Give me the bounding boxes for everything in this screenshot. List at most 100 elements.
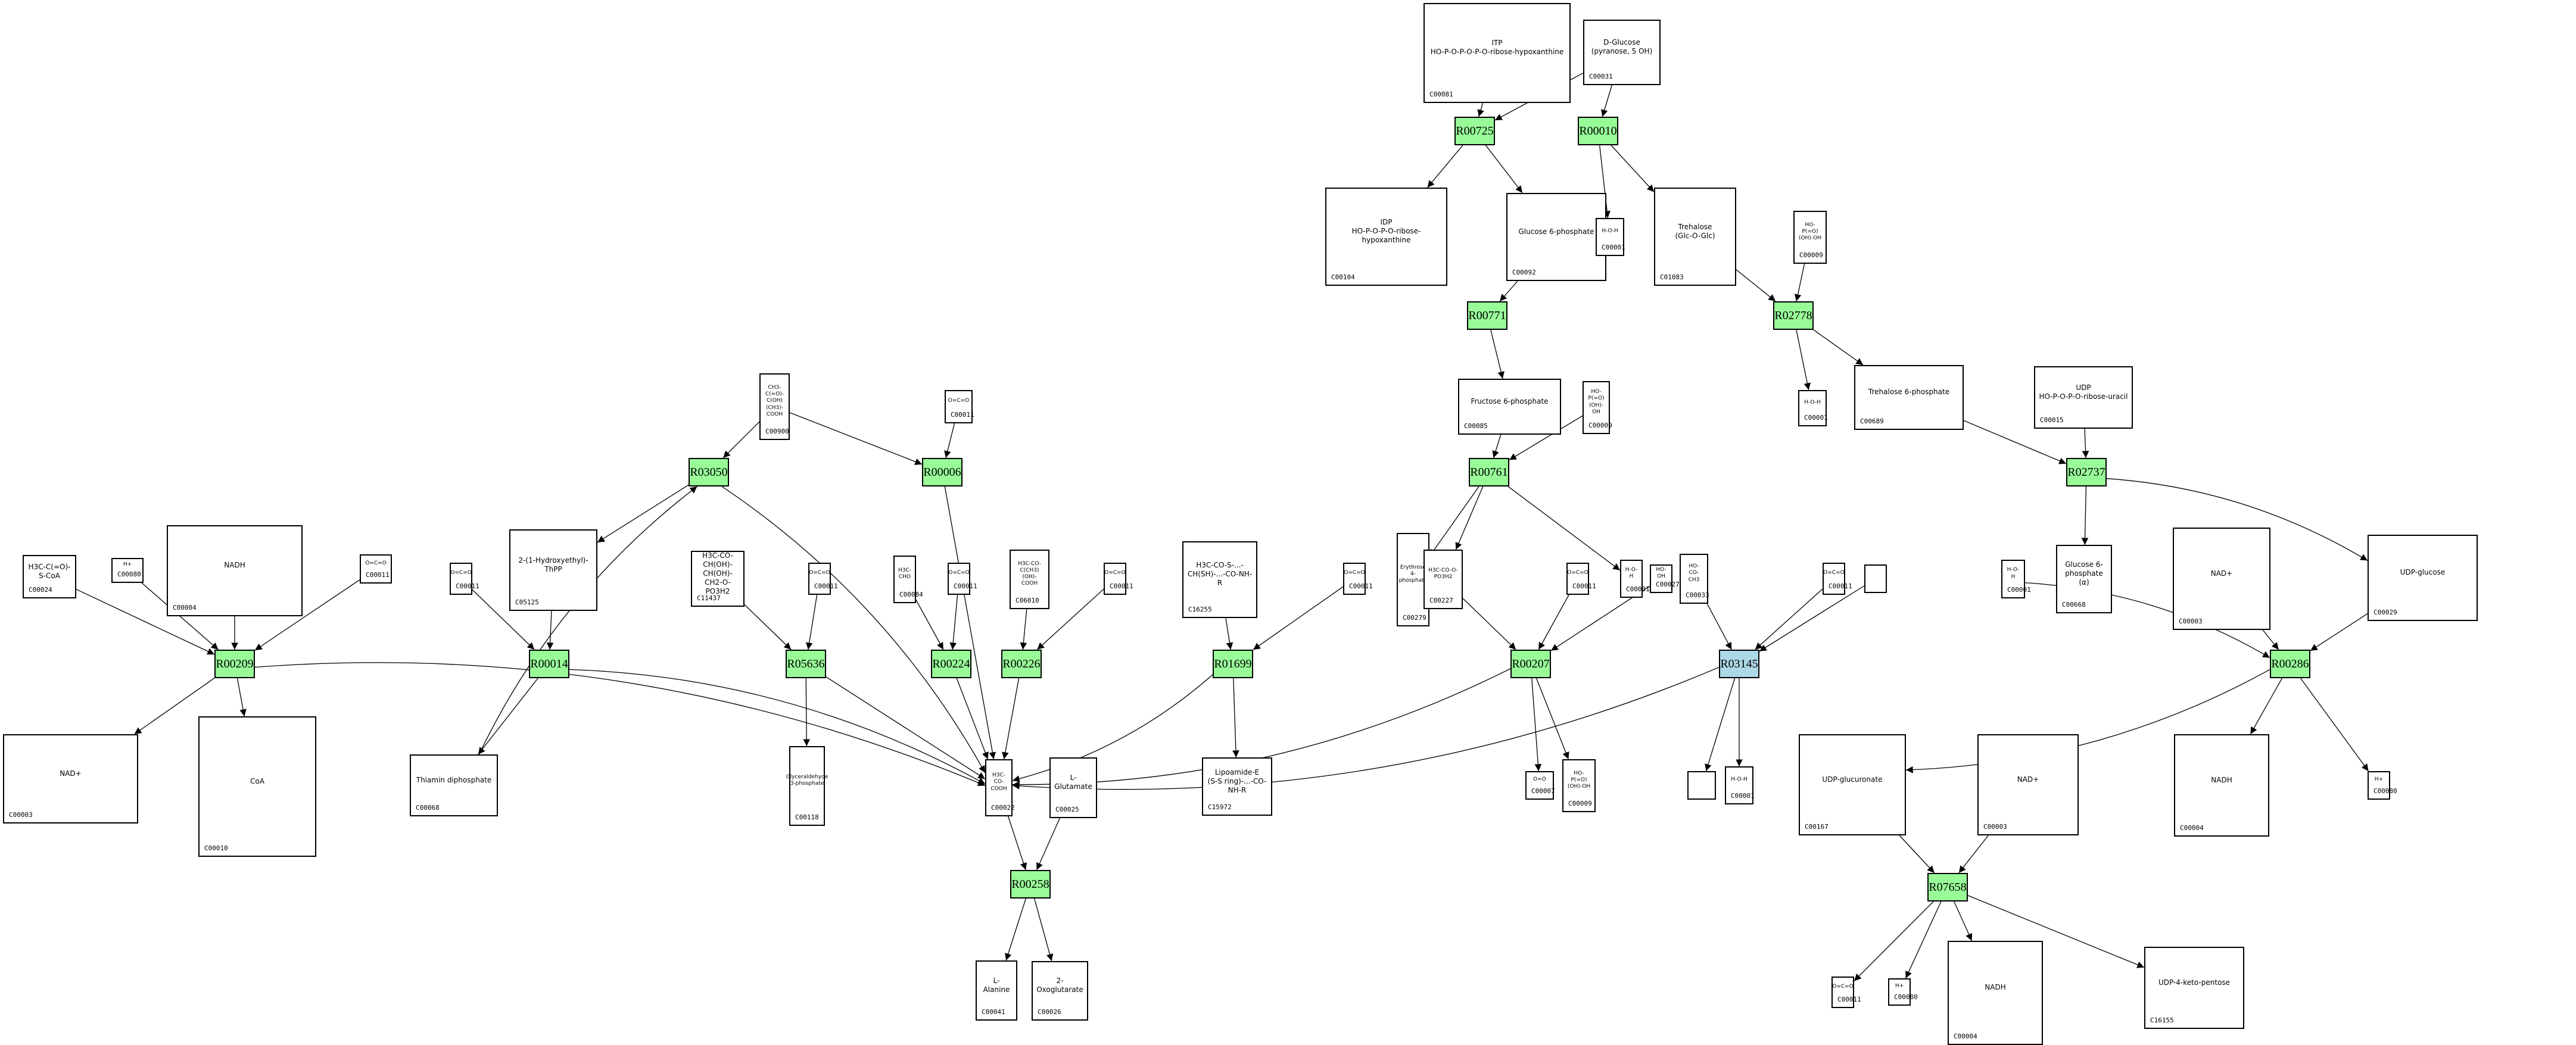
compound-node-empty[interactable]	[1864, 564, 1887, 593]
reaction-node-r00209[interactable]: R00209	[214, 650, 255, 678]
reaction-node-r05636[interactable]: R05636	[786, 650, 826, 678]
edge-R01699-to-c00022	[1012, 674, 1213, 782]
reaction-node-r03145[interactable]: R03145	[1719, 650, 1759, 678]
reaction-node-r00006[interactable]: R00006	[922, 458, 963, 486]
compound-node-c01083[interactable]: Trehalose (Glc-O-Glc)C01083	[1654, 188, 1736, 286]
reaction-node-r00224[interactable]: R00224	[931, 650, 971, 678]
compound-node-c00003[interactable]: NAD+C00003	[3, 734, 138, 823]
compound-structure: Trehalose (Glc-O-Glc)	[1675, 222, 1715, 240]
compound-id-label: C00026	[1038, 1008, 1061, 1016]
edge-c00081-to-R00725	[1477, 102, 1484, 117]
edge-R02737-to-c00668	[2081, 486, 2089, 545]
compound-node-empty[interactable]	[1687, 771, 1716, 800]
compound-node-c00031[interactable]: D-Glucose (pyranose, 5 OH)C00031	[1583, 20, 1661, 85]
compound-id-label: C00001	[1731, 792, 1755, 800]
compound-node-c00080[interactable]: H+C00080	[1888, 978, 1918, 1006]
compound-node-c00003[interactable]: NAD+C00003	[1977, 734, 2079, 835]
compound-structure: HO-P(=O)(OH)-OH	[1567, 770, 1591, 790]
reaction-node-r00771[interactable]: R00771	[1467, 301, 1507, 330]
reaction-node-r00258[interactable]: R00258	[1010, 870, 1051, 899]
reaction-node-r01699[interactable]: R01699	[1213, 650, 1253, 678]
reaction-node-r00226[interactable]: R00226	[1001, 650, 1042, 678]
reaction-node-r00014[interactable]: R00014	[529, 650, 569, 678]
reaction-node-r00725[interactable]: R00725	[1454, 117, 1495, 145]
edge-R00209-to-c00003b	[134, 678, 215, 735]
compound-node-c00668[interactable]: Glucose 6-phosphate (α)C00668	[2056, 545, 2112, 613]
reaction-node-r00761[interactable]: R00761	[1469, 458, 1509, 486]
compound-node-c00003[interactable]: NAD+C00003	[2173, 528, 2270, 630]
compound-id-label: C00092	[1512, 269, 1536, 276]
compound-structure: H3C-CO-COOH	[990, 772, 1007, 792]
reaction-node-r00286[interactable]: R00286	[2270, 650, 2310, 678]
compound-structure: H3C-CO-O-PO3H2	[1428, 567, 1458, 580]
reaction-node-r00010[interactable]: R00010	[1578, 117, 1618, 145]
reaction-node-r02778[interactable]: R02778	[1773, 301, 1814, 330]
compound-structure: UDP HO-P-O-P-O-ribose-uracil	[2039, 383, 2128, 401]
compound-id-label: C00011	[1829, 582, 1852, 590]
compound-structure: O=C=O	[1832, 983, 1854, 990]
edge-c00092-to-R00771	[1499, 280, 1518, 302]
compound-id-label: C00033	[1686, 591, 1709, 599]
compound-id-label: C00084	[899, 591, 923, 598]
compound-node-c00080[interactable]: H+C00080	[111, 558, 144, 583]
compound-structure: HO-P(=O)(OH)-OH	[1588, 389, 1605, 415]
edge-c00689-to-R02737	[1963, 420, 2067, 464]
compound-id-label: C00900	[765, 428, 789, 435]
reaction-node-r07658[interactable]: R07658	[1927, 873, 1968, 901]
compound-id-label: C00004	[173, 604, 197, 612]
reaction-node-r02737[interactable]: R02737	[2066, 458, 2107, 486]
reaction-node-r03050[interactable]: R03050	[689, 458, 729, 486]
compound-node-c00080[interactable]: H+C00080	[2368, 771, 2397, 800]
reaction-node-r00207[interactable]: R00207	[1510, 650, 1551, 678]
